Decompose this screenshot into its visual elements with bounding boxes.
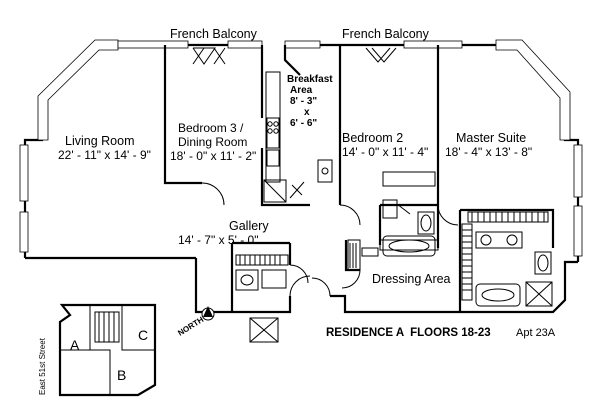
kitchen (263, 71, 333, 203)
interior-walls (163, 45, 555, 312)
gallery-name: Gallery (229, 219, 269, 233)
bedroom3-name-1: Bedroom 3 / (178, 121, 244, 135)
living-room-name: Living Room (65, 134, 134, 148)
gallery-dims: 14' - 7" x 5' - 0" (178, 233, 258, 247)
master-suite-name: Master Suite (456, 131, 526, 145)
balcony-doors (192, 47, 397, 65)
bedroom3-name-2: Dining Room (178, 135, 247, 149)
master-bay-windows (495, 39, 583, 257)
north-label: NORTH (176, 315, 205, 338)
bedroom2-dims: 14' - 0" x 11' - 4" (342, 145, 428, 159)
breakfast-line3: 8' - 3" (290, 96, 317, 107)
breakfast-line2: Area (290, 85, 313, 96)
door-swings (201, 182, 459, 297)
breakfast-line4: x (304, 107, 310, 118)
bedroom3-dims: 18' - 0" x 11' - 2" (170, 149, 256, 163)
master-bath (475, 231, 553, 307)
living-room-dims: 22' - 11" x 14' - 9" (58, 148, 151, 162)
keyplan-unit-a: A (70, 337, 80, 353)
top-windows (117, 40, 463, 49)
bedroom2-name: Bedroom 2 (342, 131, 403, 145)
living-bay-windows (19, 39, 119, 253)
gallery-bath (235, 269, 287, 343)
apartment-number: Apt 23A (516, 327, 556, 339)
balcony-label-left: French Balcony (170, 27, 258, 41)
residence-title: RESIDENCE A FLOORS 18-23 (326, 327, 491, 339)
balcony-label-right: French Balcony (342, 27, 430, 41)
breakfast-line5: 6' - 6" (290, 118, 317, 129)
key-plan: A B C East 51st Street (38, 303, 157, 397)
breakfast-line1: Breakfast (287, 74, 333, 85)
master-suite-dims: 18' - 4" x 13' - 8" (445, 145, 532, 159)
bedroom2-bath (347, 171, 436, 271)
closets (235, 211, 549, 301)
keyplan-street-label: East 51st Street (38, 337, 47, 395)
keyplan-unit-c: C (138, 327, 148, 343)
keyplan-unit-b: B (117, 367, 126, 383)
dressing-area-name: Dressing Area (372, 272, 451, 286)
